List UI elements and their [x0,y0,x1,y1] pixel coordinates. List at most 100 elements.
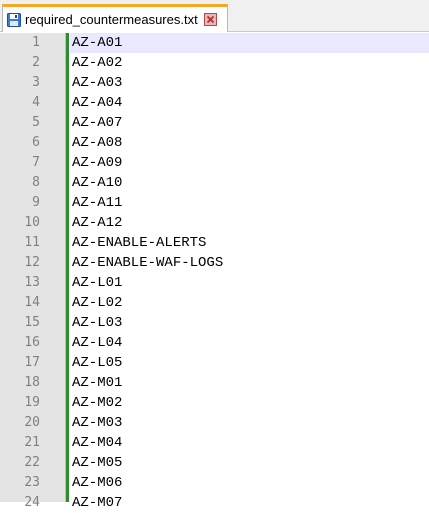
editor-line[interactable]: AZ-A09 7 [0,153,429,173]
line-number: 23 [24,475,40,490]
line-text: AZ-A03 [72,75,123,91]
tab-label: required_countermeasures.txt [25,12,198,27]
line-text-area[interactable]: AZ-L03 [70,313,429,333]
editor-line[interactable]: AZ-M05 22 [0,453,429,473]
line-text-area[interactable]: AZ-L01 [70,273,429,293]
line-number: 14 [24,295,40,310]
line-text: AZ-L05 [72,355,123,371]
line-text-area[interactable]: AZ-M06 [70,473,429,493]
line-text-area[interactable]: AZ-A02 [70,53,429,73]
editor-line[interactable]: AZ-A04 4 [0,93,429,113]
editor-line[interactable]: AZ-A07 5 [0,113,429,133]
line-number: 15 [24,315,40,330]
line-text: AZ-A01 [72,35,123,51]
line-number: 10 [24,215,40,230]
line-text: AZ-M01 [72,375,123,391]
editor-line[interactable]: AZ-A01 1 [0,33,429,53]
line-text-area[interactable]: AZ-M01 [70,373,429,393]
line-number: 5 [32,115,40,130]
line-text-area[interactable]: AZ-M07 [70,493,429,513]
line-number: 13 [24,275,40,290]
close-icon[interactable] [203,13,217,26]
editor-line[interactable]: AZ-A03 3 [0,73,429,93]
line-text: AZ-A04 [72,95,123,111]
line-text: AZ-ENABLE-ALERTS [72,235,207,251]
editor-line[interactable]: AZ-L04 16 [0,333,429,353]
editor-line[interactable]: AZ-L02 14 [0,293,429,313]
line-text: AZ-M06 [72,475,123,491]
line-text-area[interactable]: AZ-L05 [70,353,429,373]
editor-line[interactable]: AZ-M06 23 [0,473,429,493]
line-text-area[interactable]: AZ-ENABLE-WAF-LOGS [70,253,429,273]
editor-line[interactable]: AZ-ENABLE-WAF-LOGS 12 [0,253,429,273]
line-number: 19 [24,395,40,410]
line-text-area[interactable]: AZ-A12 [70,213,429,233]
line-text-area[interactable]: AZ-A04 [70,93,429,113]
line-text: AZ-M05 [72,455,123,471]
line-number: 9 [32,195,40,210]
line-text-area[interactable]: AZ-L04 [70,333,429,353]
line-text-area[interactable]: AZ-M02 [70,393,429,413]
line-number-gutter [0,33,66,502]
editor-line[interactable]: AZ-A11 9 [0,193,429,213]
line-text: AZ-A08 [72,135,123,151]
line-text-area[interactable]: AZ-A08 [70,133,429,153]
line-text: AZ-M03 [72,415,123,431]
line-text-area[interactable]: AZ-M03 [70,413,429,433]
line-number: 16 [24,335,40,350]
line-text: AZ-L01 [72,275,123,291]
line-text: AZ-A02 [72,55,123,71]
line-text: AZ-L03 [72,315,123,331]
editor-line[interactable]: AZ-M02 19 [0,393,429,413]
editor-line[interactable]: AZ-L01 13 [0,273,429,293]
line-number: 7 [32,155,40,170]
editor-line[interactable]: AZ-A10 8 [0,173,429,193]
editor-line[interactable]: AZ-A12 10 [0,213,429,233]
editor-line[interactable]: AZ-M07 24 [0,493,429,513]
line-text-area[interactable]: AZ-A01 [70,33,429,53]
line-text-area[interactable]: AZ-A03 [70,73,429,93]
line-number: 22 [24,455,40,470]
line-number: 18 [24,375,40,390]
tab-required-countermeasures[interactable]: required_countermeasures.txt [2,4,228,32]
line-number: 2 [32,55,40,70]
line-text-area[interactable]: AZ-M04 [70,433,429,453]
line-number: 8 [32,175,40,190]
line-text: AZ-L02 [72,295,123,311]
line-number: 1 [32,35,40,50]
line-number: 11 [24,235,40,250]
line-text-area[interactable]: AZ-M05 [70,453,429,473]
line-text-area[interactable]: AZ-ENABLE-ALERTS [70,233,429,253]
line-text: AZ-A09 [72,155,123,171]
line-text-area[interactable]: AZ-A09 [70,153,429,173]
editor-line[interactable]: AZ-M01 18 [0,373,429,393]
save-icon [7,12,21,27]
line-text: AZ-A11 [72,195,123,211]
editor-line[interactable]: AZ-L03 15 [0,313,429,333]
line-text-area[interactable]: AZ-A11 [70,193,429,213]
editor-line[interactable]: AZ-ENABLE-ALERTS 11 [0,233,429,253]
line-text: AZ-A12 [72,215,123,231]
change-history-margin [66,33,69,502]
line-text: AZ-M02 [72,395,123,411]
line-number: 4 [32,95,40,110]
line-text-area[interactable]: AZ-L02 [70,293,429,313]
editor-line[interactable]: AZ-A02 2 [0,53,429,73]
line-number: 21 [24,435,40,450]
line-text-area[interactable]: AZ-A10 [70,173,429,193]
line-text: AZ-A10 [72,175,123,191]
line-text: AZ-M04 [72,435,123,451]
line-text-area[interactable]: AZ-A07 [70,113,429,133]
line-number: 3 [32,75,40,90]
line-number: 24 [24,495,40,510]
line-number: 12 [24,255,40,270]
editor-line[interactable]: AZ-M04 21 [0,433,429,453]
line-text: AZ-ENABLE-WAF-LOGS [72,255,224,271]
line-text: AZ-M07 [72,495,123,511]
line-text: AZ-L04 [72,335,123,351]
